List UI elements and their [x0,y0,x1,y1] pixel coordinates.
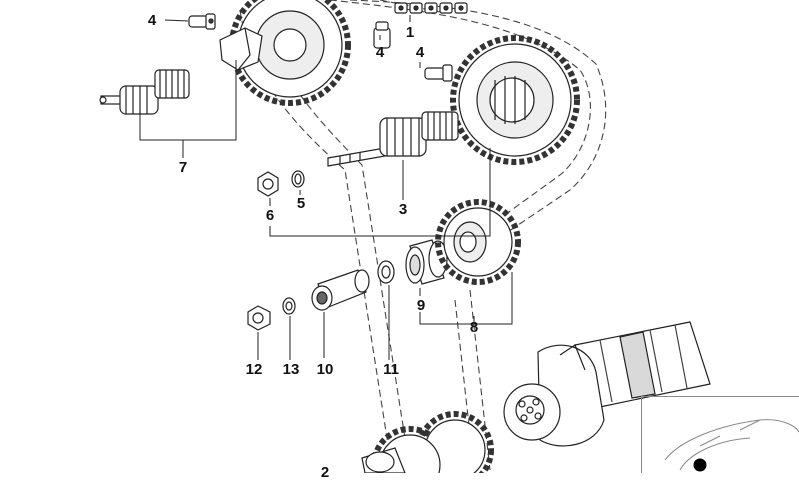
washer-5 [291,170,305,188]
vehicle-inset-frame [641,396,799,473]
needle-bearing-9 [405,239,448,285]
hex-nut-12 [247,305,271,331]
upper-left-camshaft-sprocket [219,0,351,106]
intermediate-sprocket-8 [435,199,521,285]
callout-7: 7 [178,159,188,176]
callout-8: 8 [469,319,479,336]
crankshaft-sprocket-2 [361,411,494,473]
callout-11: 11 [383,361,399,378]
bolt-upper-center [373,21,391,49]
gear-shaft-left [99,69,190,115]
callout-1: 1 [405,24,415,41]
callout-10: 10 [316,361,334,378]
leader-lines [139,15,513,360]
hex-nut-6 [257,171,279,197]
callout-4-right: 4 [415,44,425,61]
sleeve-10 [311,269,370,311]
washer-11 [377,260,395,284]
bolt-right [424,64,453,82]
callout-12: 12 [245,361,263,378]
crankshaft [503,321,711,447]
callout-9: 9 [416,297,426,314]
washer-13 [282,297,296,315]
gear-shaft-center [327,111,459,167]
callout-13: 13 [282,361,300,378]
bolt-upper-left [188,13,216,30]
callout-6: 6 [265,207,275,224]
upper-right-camshaft-sprocket [450,35,580,165]
vehicle-thumbnail [664,419,799,472]
callout-5: 5 [296,195,306,212]
callout-4-upper-left: 4 [147,12,157,29]
callout-3: 3 [398,201,408,218]
chain-link-segment [394,2,468,14]
callout-4-upper-center: 4 [375,44,385,61]
